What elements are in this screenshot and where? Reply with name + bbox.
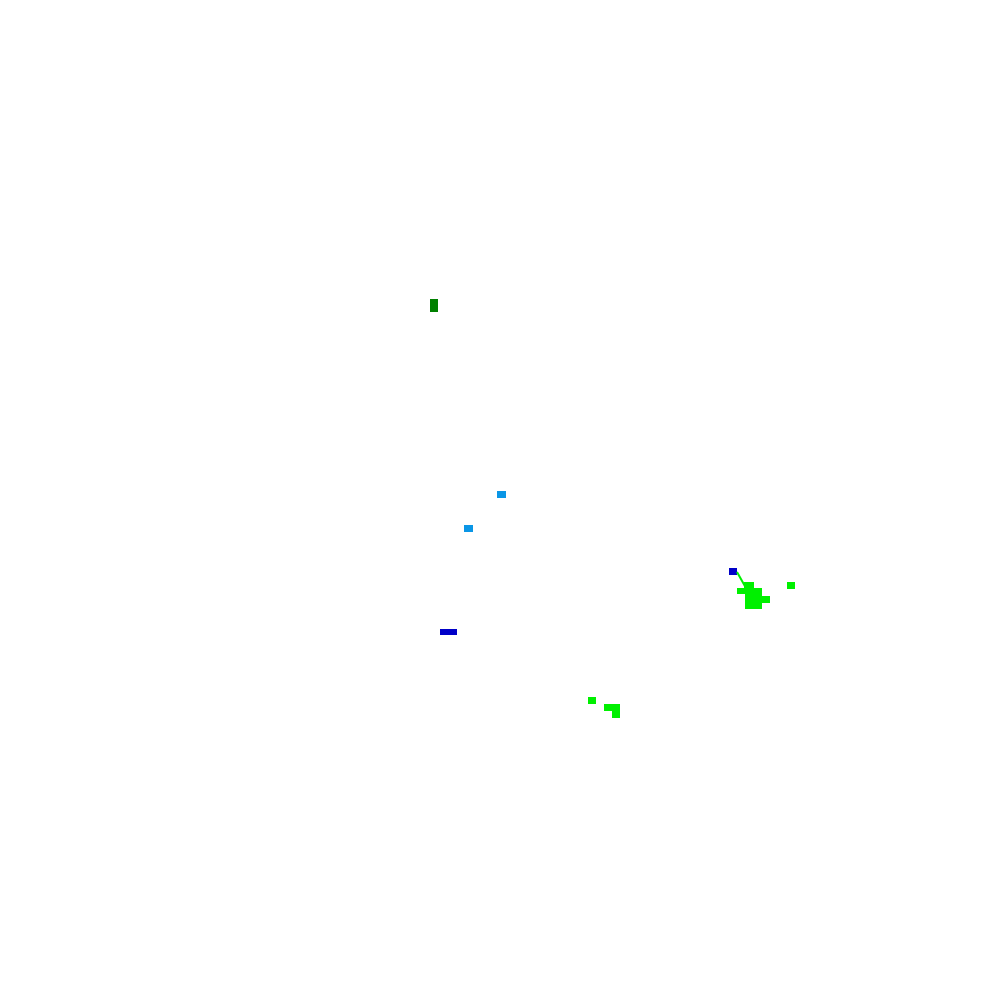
- green-cluster-pixel: [604, 704, 620, 711]
- light-blue-marker-block: [497, 491, 506, 498]
- dark-green-marker: [430, 299, 438, 312]
- dark-blue-marker-block: [729, 568, 737, 575]
- green-cluster-pixel: [737, 588, 745, 594]
- light-blue-marker-2: [464, 525, 473, 532]
- dark-blue-bar: [440, 629, 457, 635]
- green-cluster-pixel: [787, 582, 795, 589]
- green-cluster-small: [588, 697, 620, 718]
- light-blue-marker-1: [497, 491, 506, 498]
- dark-blue-marker: [729, 568, 747, 589]
- dark-blue-bar-block: [440, 629, 457, 635]
- dark-green-marker-block: [430, 299, 438, 312]
- light-blue-marker-block: [464, 525, 473, 532]
- green-cluster-pixel: [762, 596, 770, 603]
- green-cluster-pixel: [745, 588, 762, 609]
- green-cluster-pixel: [612, 711, 620, 718]
- green-cluster-main: [737, 582, 795, 609]
- green-cluster-pixel: [744, 582, 754, 588]
- green-cluster-pixel: [588, 697, 596, 704]
